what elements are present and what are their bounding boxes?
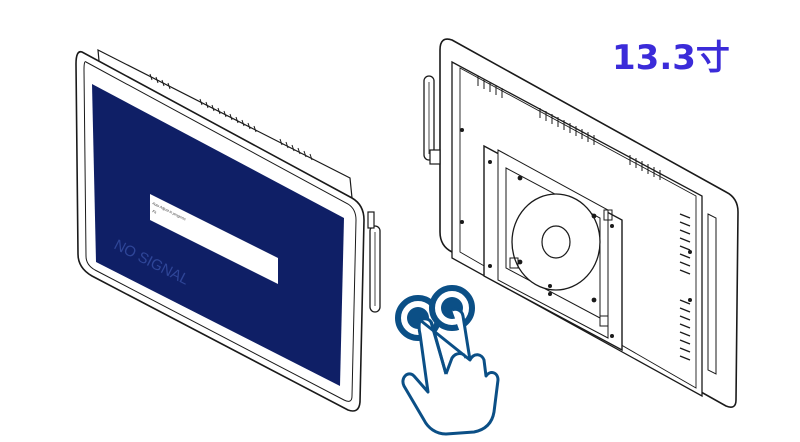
vesa-mount-icon xyxy=(460,128,692,352)
top-vent xyxy=(149,73,313,161)
size-label: 13.3寸 xyxy=(612,38,730,78)
antenna-icon-rear xyxy=(423,75,441,165)
rear-monitor xyxy=(423,38,739,408)
touch-hand-icon xyxy=(395,285,500,436)
front-monitor: Auto Adjust in progress Fit NO SIGNAL xyxy=(75,48,381,412)
antenna-icon xyxy=(367,211,381,313)
dialog-text-2: Fit xyxy=(152,209,157,214)
